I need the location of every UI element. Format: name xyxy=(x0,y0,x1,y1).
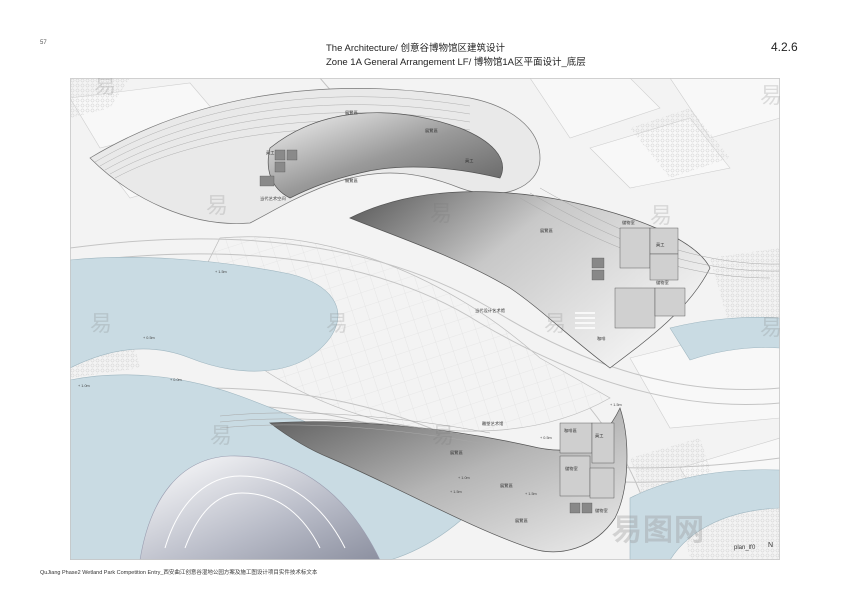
level-marker: + 1.0m xyxy=(78,384,90,388)
level-marker: + 0.5m xyxy=(540,436,552,440)
watermark-logo: 易图网 xyxy=(612,513,705,548)
site-plan-drawing xyxy=(70,78,780,560)
level-marker: + 1.0m xyxy=(458,476,470,480)
label-exhibition: 展覽區 xyxy=(450,450,463,455)
label-staff: 員工 xyxy=(266,150,275,155)
label-storage: 儲物室 xyxy=(656,280,669,285)
label-cafe: 咖啡區 xyxy=(564,428,577,433)
landform-hill xyxy=(139,455,381,560)
plan-label: plan_lf xyxy=(734,545,752,551)
label-exhibition: 展覽區 xyxy=(540,228,553,233)
label-cafe: 咖啡 xyxy=(597,336,606,341)
level-marker: + 1.5m xyxy=(215,270,227,274)
label-exhibition: 展覽區 xyxy=(345,110,358,115)
section-number: 4.2.6 xyxy=(771,40,798,54)
page-subtitle: Zone 1A General Arrangement LF/ 博物馆1A区平面… xyxy=(326,57,586,68)
label-storage: 儲物室 xyxy=(595,508,608,513)
label-exhibition: 展覽區 xyxy=(500,483,513,488)
site-plan: 展覽區 展覽區 員工 開覽區 員工 当代艺术空间 展覽區 儲物室 員工 儲物室 … xyxy=(70,78,780,560)
label-exhibition: 展覽區 xyxy=(515,518,528,523)
level-marker: + 1.5m xyxy=(610,403,622,407)
page-title: The Architecture/ 创意谷博物馆区建筑设计 xyxy=(326,43,505,54)
level-marker: + 0.5m xyxy=(143,336,155,340)
building-a xyxy=(89,88,541,224)
building-b xyxy=(349,187,780,369)
level-marker: + 0.0m xyxy=(170,378,182,382)
label-staff: 員工 xyxy=(656,242,665,247)
label-entry: 当代艺术空间 xyxy=(260,196,286,201)
north-arrow-icon: N xyxy=(768,542,774,549)
label-staff: 員工 xyxy=(465,158,474,163)
level-marker: + 1.5m xyxy=(525,492,537,496)
label-storage: 儲物室 xyxy=(622,220,635,225)
label-entry: 当代设计艺术馆 xyxy=(475,308,506,313)
footer-project-text: QuJiang Phase2 Wetland Park Competition … xyxy=(40,570,318,576)
scale-bar-label: 0 xyxy=(752,545,756,551)
label-staff: 員工 xyxy=(595,433,604,438)
building-c xyxy=(219,407,628,553)
label-entry: 雕塑艺术馆 xyxy=(482,421,504,426)
label-exhibition: 展覽區 xyxy=(425,128,438,133)
label-lobby: 開覽區 xyxy=(345,178,358,183)
level-marker: + 1.5m xyxy=(450,490,462,494)
page-number: 57 xyxy=(40,40,47,46)
label-storage: 儲物室 xyxy=(565,466,578,471)
